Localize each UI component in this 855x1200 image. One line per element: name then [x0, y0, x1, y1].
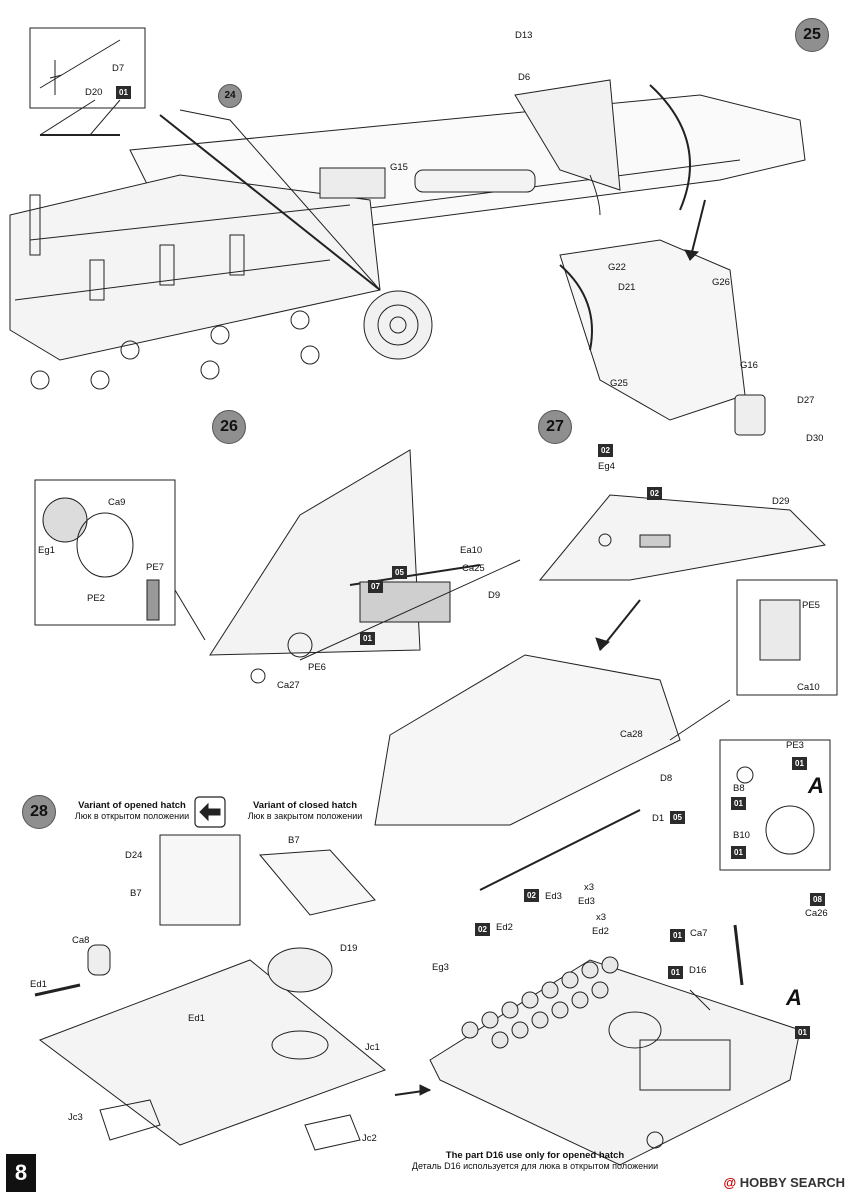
part-label-g22: G22 [608, 262, 626, 273]
d16-note-title: The part D16 use only for opened hatch [445, 1150, 625, 1161]
sprue-badge: 05 [670, 811, 685, 824]
part-label-d30: D30 [806, 433, 824, 444]
sprue-badge: 05 [392, 566, 407, 579]
page-number: 8 [6, 1154, 36, 1192]
part-label-ca9: Ca9 [108, 497, 126, 508]
step27-top-plate [374, 494, 838, 891]
sprue-badge: 02 [647, 487, 662, 500]
part-label-d9: D9 [488, 590, 501, 601]
part-label-ed1: Ed1 [188, 1013, 205, 1024]
part-label-pe2: PE2 [87, 593, 105, 604]
step24-barrel-assembly [9, 94, 806, 390]
variant-open-caption: Variant of opened hatch Люк в открытом п… [72, 800, 192, 821]
part-label-ca7: Ca7 [690, 928, 708, 939]
part-label-d20: D20 [85, 87, 103, 98]
variant-open-title: Variant of opened hatch [78, 800, 186, 811]
sprue-badge: 01 [731, 846, 746, 859]
sprue-badge: 01 [731, 797, 746, 810]
part-label-d27: D27 [797, 395, 815, 406]
detail-a-marker: A [786, 985, 802, 1010]
sprue-badge: 02 [475, 923, 490, 936]
variant-closed-caption: Variant of closed hatch Люк в закрытом п… [240, 800, 370, 821]
part-label-d1: D1 [652, 813, 665, 824]
part-label-d8: D8 [660, 773, 673, 784]
sprue-badge: 01 [670, 929, 685, 942]
sprue-badge: 01 [116, 86, 131, 99]
sprue-badge: 02 [524, 889, 539, 902]
step-number-25: 25 [795, 18, 829, 52]
part-label-ca28: Ca28 [620, 729, 643, 740]
part-label-d7: D7 [112, 63, 125, 74]
step26-side-plate [34, 449, 521, 684]
part-label-pe6: PE6 [308, 662, 326, 673]
part-label-ca27: Ca27 [277, 680, 300, 691]
part-label-jc3: Jc3 [68, 1112, 83, 1123]
sprue-badge: 01 [668, 966, 683, 979]
part-label-eg1: Eg1 [38, 545, 55, 556]
part-label-ed2: Ed2 [496, 922, 513, 933]
part-label-b10: B10 [733, 830, 750, 841]
part-label-pe3: PE3 [786, 740, 804, 751]
variant-open-subtitle: Люк в открытом положении [74, 811, 190, 821]
swap-icon [194, 796, 226, 828]
step28-roof-right [394, 924, 801, 1166]
step-number-24: 24 [218, 84, 242, 108]
part-label-b8: B8 [733, 783, 745, 794]
sprue-badge: 01 [792, 757, 807, 770]
sprue-badge: 02 [598, 444, 613, 457]
part-label-d29: D29 [772, 496, 790, 507]
step-number-26: 26 [212, 410, 246, 444]
variant-closed-subtitle: Люк в закрытом положении [247, 811, 363, 821]
watermark-prefix: @ [723, 1175, 737, 1190]
part-label-x3: x3 [584, 882, 595, 893]
part-label-ca8: Ca8 [72, 935, 90, 946]
part-label-ca25: Ca25 [462, 563, 485, 574]
variant-closed-title: Variant of closed hatch [253, 800, 357, 811]
part-label-d13: D13 [515, 30, 533, 41]
part-label-g25: G25 [610, 378, 628, 389]
part-label-ea10: Ea10 [460, 545, 483, 556]
part-label-jc2: Jc2 [362, 1133, 377, 1144]
part-label-eg4: Eg4 [598, 461, 615, 472]
d16-note-subtitle: Деталь D16 используется для люка в откры… [411, 1161, 659, 1171]
part-label-g16: G16 [740, 360, 758, 371]
part-label-b7: B7 [288, 835, 300, 846]
part-label-d24: D24 [125, 850, 143, 861]
step28-hatch-left [34, 834, 386, 1151]
detail-a-marker: A [808, 773, 824, 798]
part-label-g26: G26 [712, 277, 730, 288]
part-label-d21: D21 [618, 282, 636, 293]
part-label-ed1: Ed1 [30, 979, 47, 990]
part-label-ca10: Ca10 [797, 682, 820, 693]
part-label-x3: x3 [596, 912, 607, 923]
part-label-d19: D19 [340, 943, 358, 954]
part-label-ed3: Ed3 [578, 896, 595, 907]
part-label-b7: B7 [130, 888, 142, 899]
sprue-badge: 01 [360, 632, 375, 645]
step25-mantlet [514, 79, 766, 436]
sprue-badge: 01 [795, 1026, 810, 1039]
watermark: @ HOBBY SEARCH [723, 1175, 845, 1190]
part-label-pe5: PE5 [802, 600, 820, 611]
part-label-ed2: Ed2 [592, 926, 609, 937]
step-number-28: 28 [22, 795, 56, 829]
sprue-badge: 08 [810, 893, 825, 906]
step24-inset [29, 27, 146, 136]
step-number-27: 27 [538, 410, 572, 444]
part-label-g15: G15 [390, 162, 408, 173]
d16-usage-note: The part D16 use only for opened hatch Д… [400, 1150, 670, 1171]
part-label-d6: D6 [518, 72, 531, 83]
sprue-badge: 07 [368, 580, 383, 593]
part-label-jc1: Jc1 [365, 1042, 380, 1053]
part-label-ed3: Ed3 [545, 891, 562, 902]
part-label-ca26: Ca26 [805, 908, 828, 919]
part-label-pe7: PE7 [146, 562, 164, 573]
watermark-brand: HOBBY SEARCH [739, 1175, 845, 1190]
part-label-d16: D16 [689, 965, 707, 976]
part-label-eg3: Eg3 [432, 962, 449, 973]
